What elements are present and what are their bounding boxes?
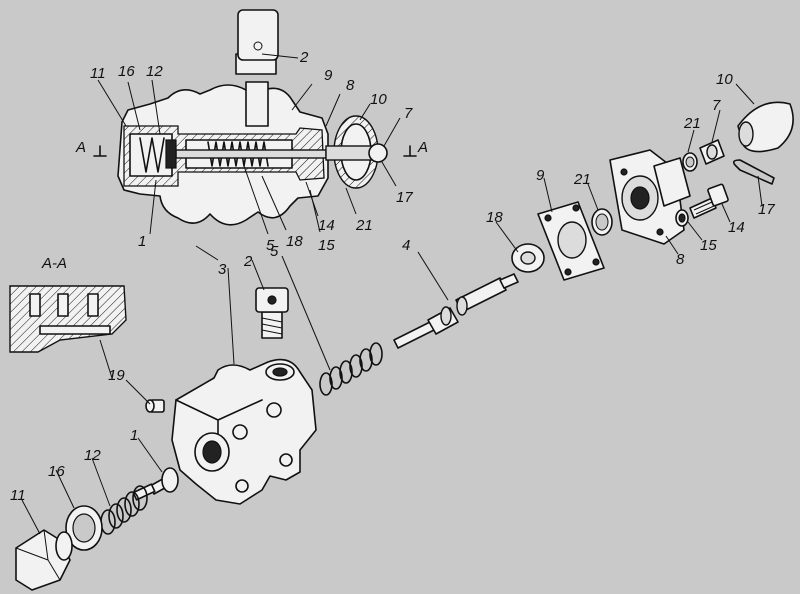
piston-4 (393, 273, 519, 349)
spring-12 (100, 485, 148, 535)
aa-port-2 (57, 293, 69, 317)
sectional-view (93, 9, 417, 226)
rod-end (325, 145, 373, 161)
label-ex-1: 1 (130, 427, 138, 444)
label-top-8: 8 (346, 77, 355, 94)
label-ex-17: 17 (758, 201, 775, 218)
fitting-hole (253, 41, 263, 51)
valve-1 (132, 467, 179, 501)
aa-channel (39, 325, 111, 335)
body-bolt-hole-3 (279, 453, 293, 467)
label-ex-4: 4 (402, 237, 410, 254)
label-ex-19: 19 (108, 367, 125, 384)
label-top-10: 10 (370, 91, 387, 108)
label-top-7: 7 (404, 105, 413, 122)
label-top-9: 9 (324, 67, 333, 84)
label-ex-15: 15 (700, 237, 717, 254)
leader-lines (21, 53, 763, 535)
label-ex-16: 16 (48, 463, 65, 480)
section-mark-left (93, 145, 107, 157)
label-ex-3: 3 (218, 261, 227, 278)
label-ex-18: 18 (486, 209, 503, 226)
body-bolt-hole-2 (232, 424, 248, 440)
section-mark-a-right: A (417, 139, 428, 156)
label-ex-7: 7 (712, 97, 721, 114)
label-ex-14: 14 (728, 219, 745, 236)
small-spring (139, 137, 165, 173)
label-ex-8: 8 (676, 251, 685, 268)
label-top-17: 17 (396, 189, 413, 206)
label-top-16: 16 (118, 63, 135, 80)
label-top-18: 18 (286, 233, 303, 250)
label-top-21: 21 (355, 217, 373, 234)
label-top-2: 2 (299, 49, 309, 66)
valve-seat (165, 139, 177, 169)
spring-5 (319, 342, 383, 396)
label-top-11: 11 (90, 65, 106, 82)
label-ex-11: 11 (10, 487, 26, 504)
top-fitting-body (245, 81, 269, 127)
callout-labels: 11 16 12 2 9 8 10 7 A A 1 18 5 14 15 21 … (10, 49, 775, 504)
section-mark-right (403, 145, 417, 157)
bolt-14 (689, 183, 729, 219)
section-a-a-title: A-A (41, 255, 67, 272)
body-bolt-hole-4 (235, 479, 249, 493)
label-ex-5: 5 (270, 243, 279, 260)
label-top-1: 1 (138, 233, 146, 250)
section-mark-a-left: A (75, 139, 86, 156)
label-ex-2: 2 (243, 253, 253, 270)
label-ex-10: 10 (716, 71, 733, 88)
label-top-12: 12 (146, 63, 163, 80)
label-ex-21a: 21 (573, 171, 591, 188)
top-fitting-nut (237, 9, 279, 61)
label-ex-21b: 21 (683, 115, 701, 132)
exploded-view (15, 101, 794, 591)
section-a-a-detail (9, 285, 127, 353)
aa-port-1 (29, 293, 41, 317)
label-ex-12: 12 (84, 447, 101, 464)
piston-rod (175, 149, 327, 159)
cotter-pin-17 (368, 143, 388, 163)
label-top-5: 5 (266, 237, 275, 254)
label-top-14: 14 (318, 217, 335, 234)
label-top-15: 15 (318, 237, 335, 254)
aa-port-3 (87, 293, 99, 317)
label-ex-9: 9 (536, 167, 545, 184)
plug-19 (145, 399, 165, 413)
cotter-pin-17-ex (732, 159, 775, 185)
body-bolt-hole-1 (266, 402, 282, 418)
